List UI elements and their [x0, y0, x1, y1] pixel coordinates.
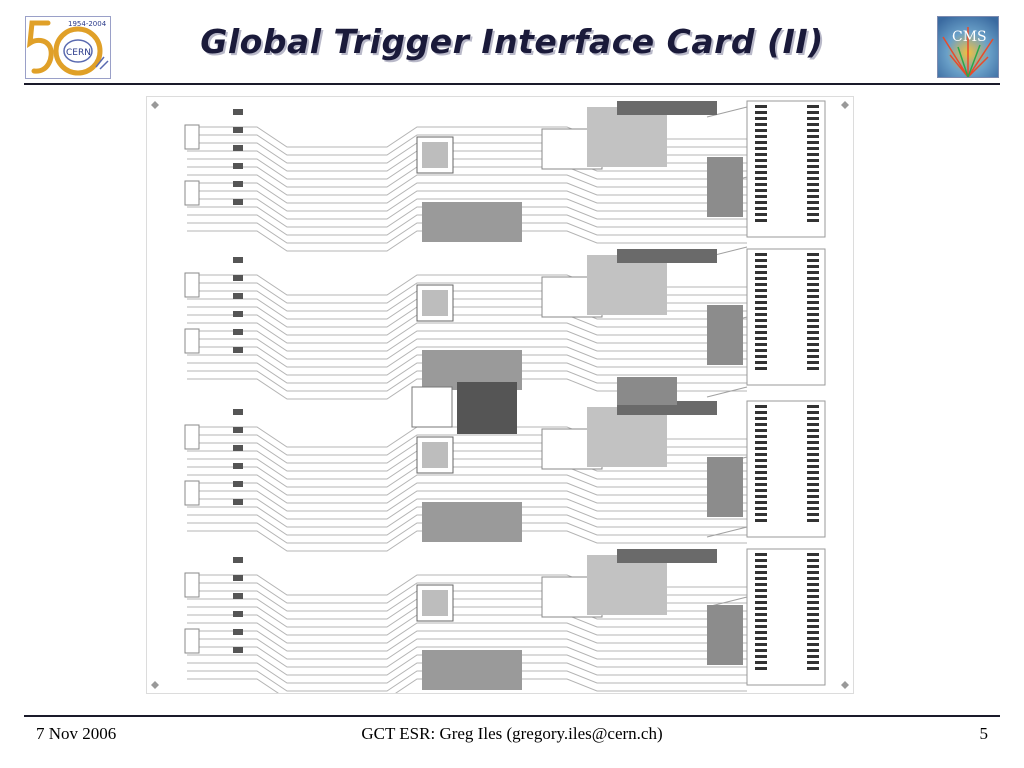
header-divider [24, 83, 1000, 85]
cern-logo-text: CERN [66, 48, 91, 58]
footer-author: GCT ESR: Greg Iles (gregory.iles@cern.ch… [361, 724, 663, 743]
footer-date: 7 Nov 2006 [36, 724, 117, 743]
cern-logo-years: 1954-2004 [68, 20, 107, 28]
pcb-layout-image [146, 96, 854, 694]
cern-50-logo: CERN 1954-2004 [25, 16, 111, 79]
cms-logo-text: CMS [952, 29, 987, 45]
slide-title: Global Trigger Interface Card (II) [200, 22, 824, 61]
cms-logo: CMS [937, 16, 999, 78]
footer-divider [24, 715, 1000, 717]
pcb-layout-drawing [151, 100, 849, 693]
page-number: 5 [979, 724, 989, 743]
